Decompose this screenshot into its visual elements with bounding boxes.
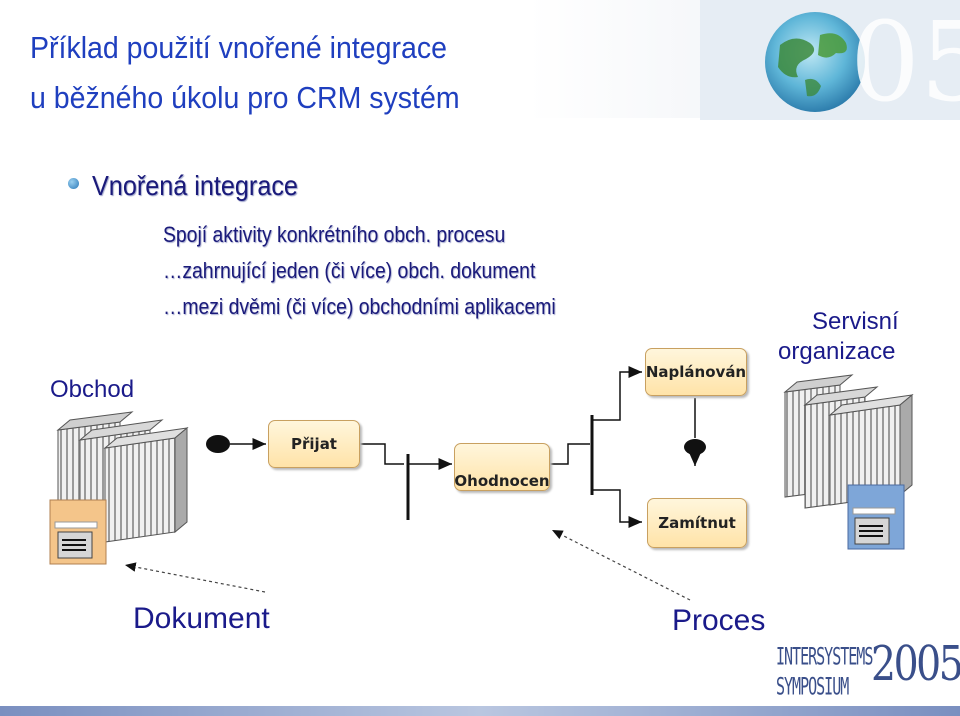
process-pointer-arrow — [551, 529, 691, 601]
bullet-icon — [68, 178, 79, 189]
right-system-label-line-1: Servisní — [812, 308, 899, 335]
state-zamitnut: Zamítnut — [647, 498, 747, 548]
document-label: Dokument — [133, 602, 270, 635]
globe-numeral: 05 — [850, 0, 960, 120]
subpoint-1: Spojí aktivity konkrétního obch. procesu — [163, 222, 506, 247]
logo-line-1: INTERSYSTEMS — [776, 642, 873, 671]
process-diagram — [49, 366, 914, 601]
process-label: Proces — [672, 604, 766, 637]
footer-stripe — [0, 706, 960, 716]
slide-title-line-2: u běžného úkolu pro CRM systém — [30, 80, 460, 115]
globe-logo-icon: 05 — [700, 0, 960, 120]
state-naplanovan: Naplánován — [645, 348, 747, 396]
subpoint-3: …mezi dvěmi (či více) obchodními aplikac… — [163, 294, 556, 319]
right-system-label-line-2: organizace — [778, 338, 896, 365]
subpoint-2: …zahrnující jeden (či více) obch. dokume… — [163, 258, 536, 283]
left-document-icon — [49, 499, 107, 565]
right-server-rack-icon — [783, 374, 914, 509]
bullet-text: Vnořená integrace — [92, 170, 298, 201]
logo-year: 2005 — [871, 636, 960, 692]
symposium-logo: INTERSYSTEMS SYMPOSIUM 2005 — [776, 636, 960, 704]
state-prijat: Přijat — [268, 420, 360, 468]
left-system-label: Obchod — [50, 376, 135, 403]
state-ohodnocen: Ohodnocen — [454, 443, 550, 491]
logo-line-2: SYMPOSIUM — [776, 672, 849, 701]
document-pointer-arrow — [124, 562, 266, 593]
end-node-icon — [684, 439, 706, 455]
right-document-icon — [847, 484, 905, 550]
start-node-icon — [206, 435, 230, 453]
slide-title-line-1: Příklad použití vnořené integrace — [30, 30, 447, 65]
